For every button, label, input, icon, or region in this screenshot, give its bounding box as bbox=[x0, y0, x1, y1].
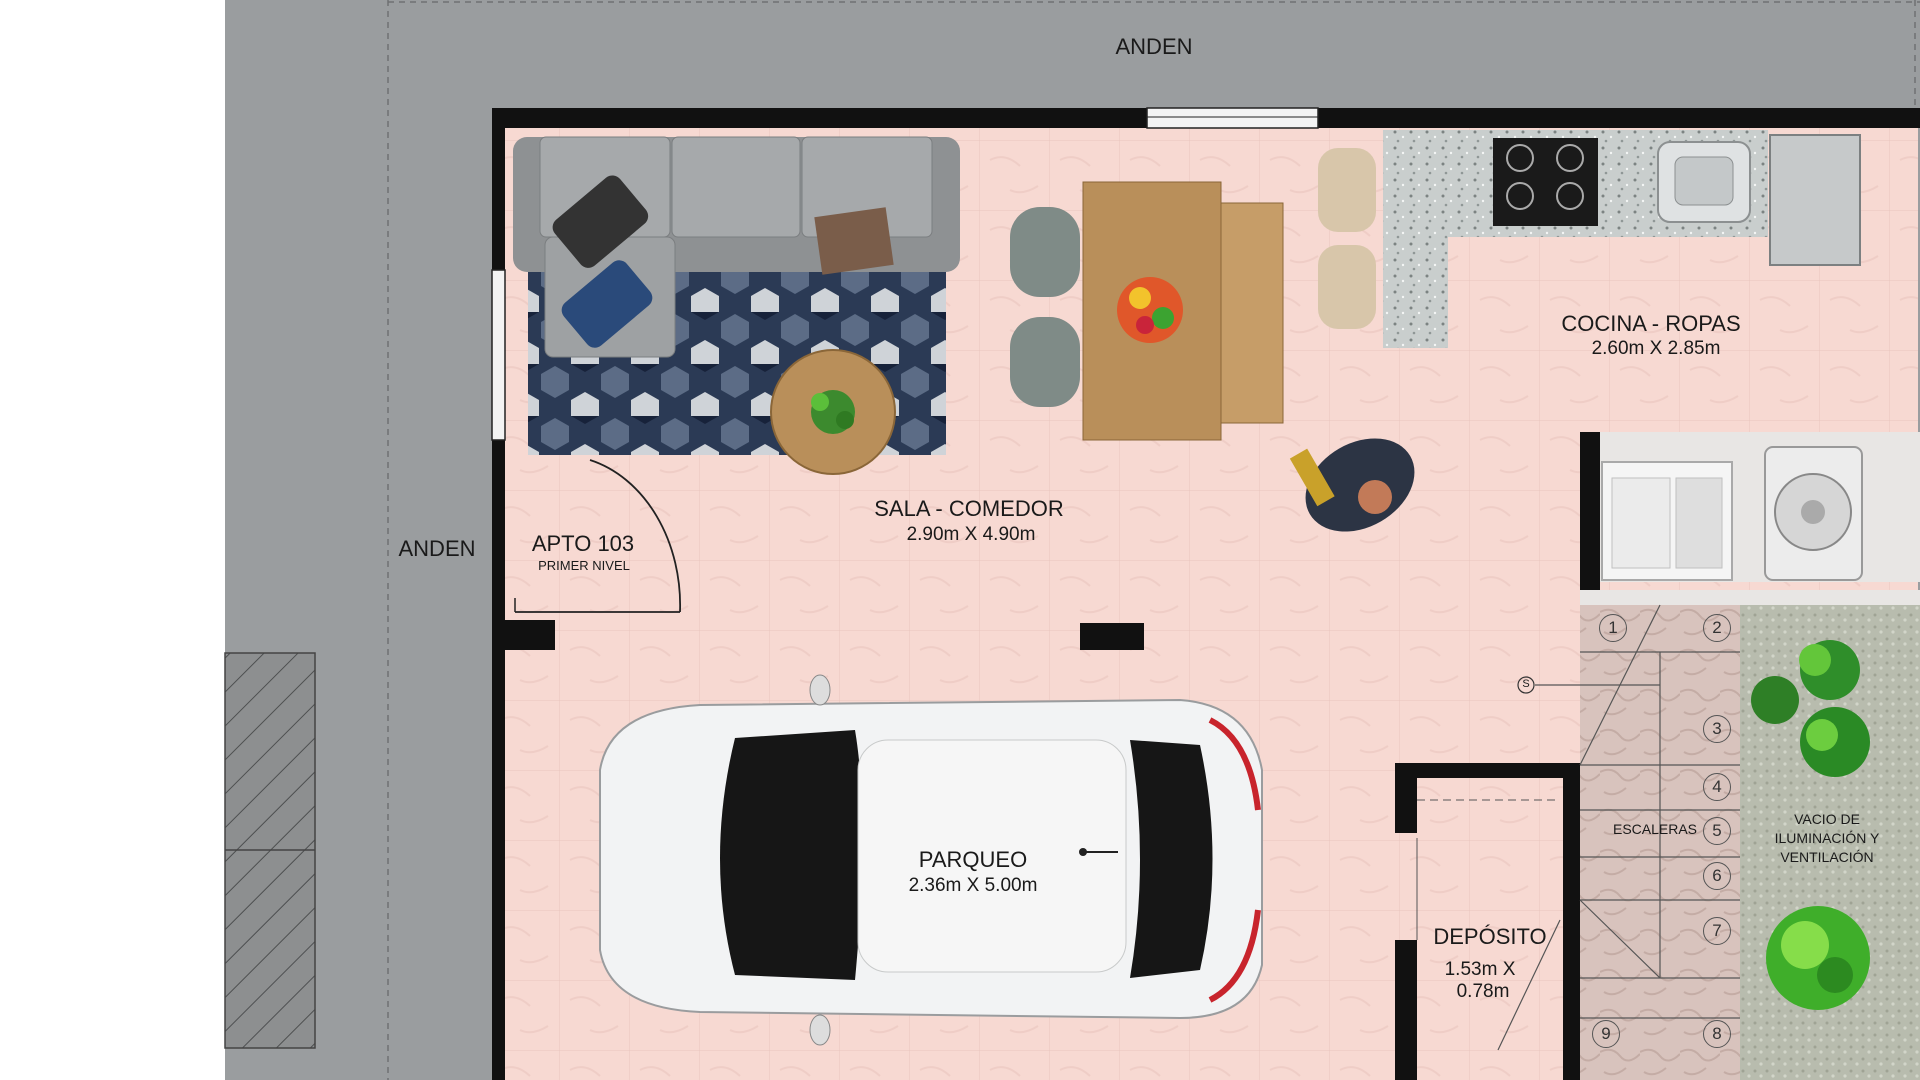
stairs-up-symbol: S bbox=[1522, 678, 1530, 690]
person-figure bbox=[1289, 438, 1415, 532]
parking-name: PARQUEO bbox=[918, 847, 1028, 872]
parking-size: 2.36m X 5.00m bbox=[908, 875, 1038, 896]
void-line-1: VACIO DE bbox=[1794, 811, 1860, 827]
car bbox=[599, 674, 1263, 1046]
step-9: 9 bbox=[1592, 1020, 1620, 1048]
living-dining-name: SALA - COMEDOR bbox=[874, 496, 1064, 521]
sidewalk-top-label: ANDEN bbox=[1115, 34, 1193, 59]
washing-machine bbox=[1764, 446, 1863, 581]
laundry-sink bbox=[1601, 461, 1733, 581]
coffee-table bbox=[770, 349, 896, 475]
storage-size-line1: 1.53m X bbox=[1444, 959, 1516, 980]
storage-room bbox=[1417, 778, 1563, 1080]
unit-name: APTO 103 bbox=[531, 531, 635, 556]
sidewalk-left-label: ANDEN bbox=[398, 536, 476, 561]
stairs-label: ESCALERAS bbox=[1612, 821, 1698, 837]
sofa bbox=[513, 136, 960, 358]
kitchen-counter bbox=[1383, 130, 1861, 348]
step-5: 5 bbox=[1703, 817, 1731, 845]
step-8: 8 bbox=[1703, 1020, 1731, 1048]
plants bbox=[1751, 640, 1870, 1010]
storage-name: DEPÓSITO bbox=[1433, 924, 1547, 949]
step-4: 4 bbox=[1703, 773, 1731, 801]
void-line-2: ILUMINACIÓN Y bbox=[1774, 830, 1880, 846]
step-2: 2 bbox=[1703, 614, 1731, 642]
kitchen-size: 2.60m X 2.85m bbox=[1591, 338, 1721, 359]
void-line-3: VENTILACIÓN bbox=[1780, 849, 1874, 865]
dining-table bbox=[1010, 148, 1376, 441]
step-3: 3 bbox=[1703, 715, 1731, 743]
window-left bbox=[491, 269, 506, 441]
step-6: 6 bbox=[1703, 862, 1731, 890]
step-1: 1 bbox=[1599, 614, 1627, 642]
kitchen-name: COCINA - ROPAS bbox=[1561, 311, 1741, 336]
window-top bbox=[1146, 107, 1319, 129]
living-dining-size: 2.90m X 4.90m bbox=[906, 524, 1036, 545]
entrance-door bbox=[515, 459, 681, 613]
unit-level: PRIMER NIVEL bbox=[538, 558, 630, 573]
storage-size-line2: 0.78m bbox=[1456, 981, 1510, 1002]
step-7: 7 bbox=[1703, 917, 1731, 945]
